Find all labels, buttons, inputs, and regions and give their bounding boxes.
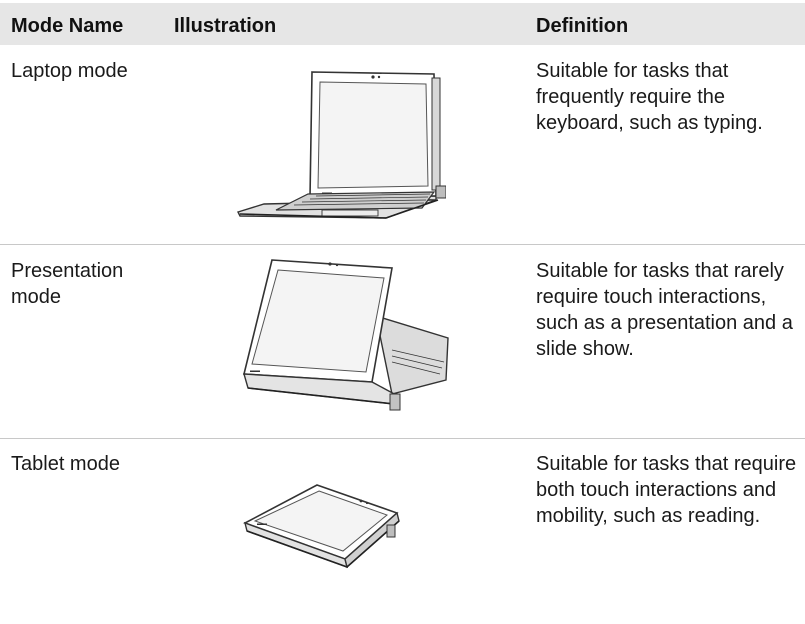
- row-separator: [0, 438, 805, 439]
- mode-definition: Suitable for tasks that frequently requi…: [536, 60, 763, 134]
- presentation-mode-illustration: ▬▬: [242, 254, 452, 424]
- mode-definition: Suitable for tasks that require both tou…: [536, 453, 797, 527]
- table-header: Mode Name Illustration Definition: [0, 3, 805, 45]
- mode-name: Presentation mode: [11, 260, 124, 308]
- header-illustration: Illustration: [174, 15, 277, 37]
- row-separator: [0, 244, 805, 245]
- laptop-mode-illustration: ▬▬: [236, 68, 446, 220]
- mode-name: Laptop mode: [11, 60, 128, 82]
- mode-name: Tablet mode: [11, 453, 120, 475]
- mode-definition: Suitable for tasks that rarely require t…: [536, 260, 793, 360]
- tablet-mode-illustration: ▬▬: [243, 481, 403, 573]
- svg-text:▬▬: ▬▬: [250, 368, 260, 374]
- svg-text:▬▬: ▬▬: [257, 521, 267, 527]
- svg-text:▬▬: ▬▬: [322, 190, 332, 196]
- header-definition: Definition: [536, 15, 629, 37]
- header-mode-name: Mode Name: [11, 15, 124, 37]
